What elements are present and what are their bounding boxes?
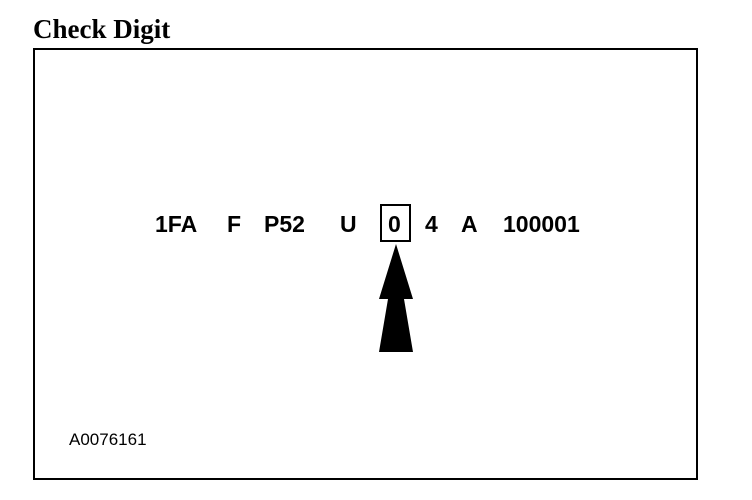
vin-segment-8: 100001 [503, 211, 580, 237]
vin-segment-2: F [227, 211, 242, 237]
vin-segment-6: 4 [425, 211, 438, 237]
vin-segment-7: A [461, 211, 478, 237]
diagram-frame [33, 48, 698, 480]
check-digit-box [380, 204, 411, 242]
vin-check-digit: 0 [388, 211, 401, 237]
diagram-title: Check Digit [33, 14, 171, 44]
vin-segment-3: P52 [264, 211, 305, 237]
vin-segment-4: U [340, 211, 357, 237]
vin-segment-1: 1FA [155, 211, 198, 237]
reference-code: A0076161 [69, 430, 147, 449]
arrow-up-icon [379, 244, 413, 352]
